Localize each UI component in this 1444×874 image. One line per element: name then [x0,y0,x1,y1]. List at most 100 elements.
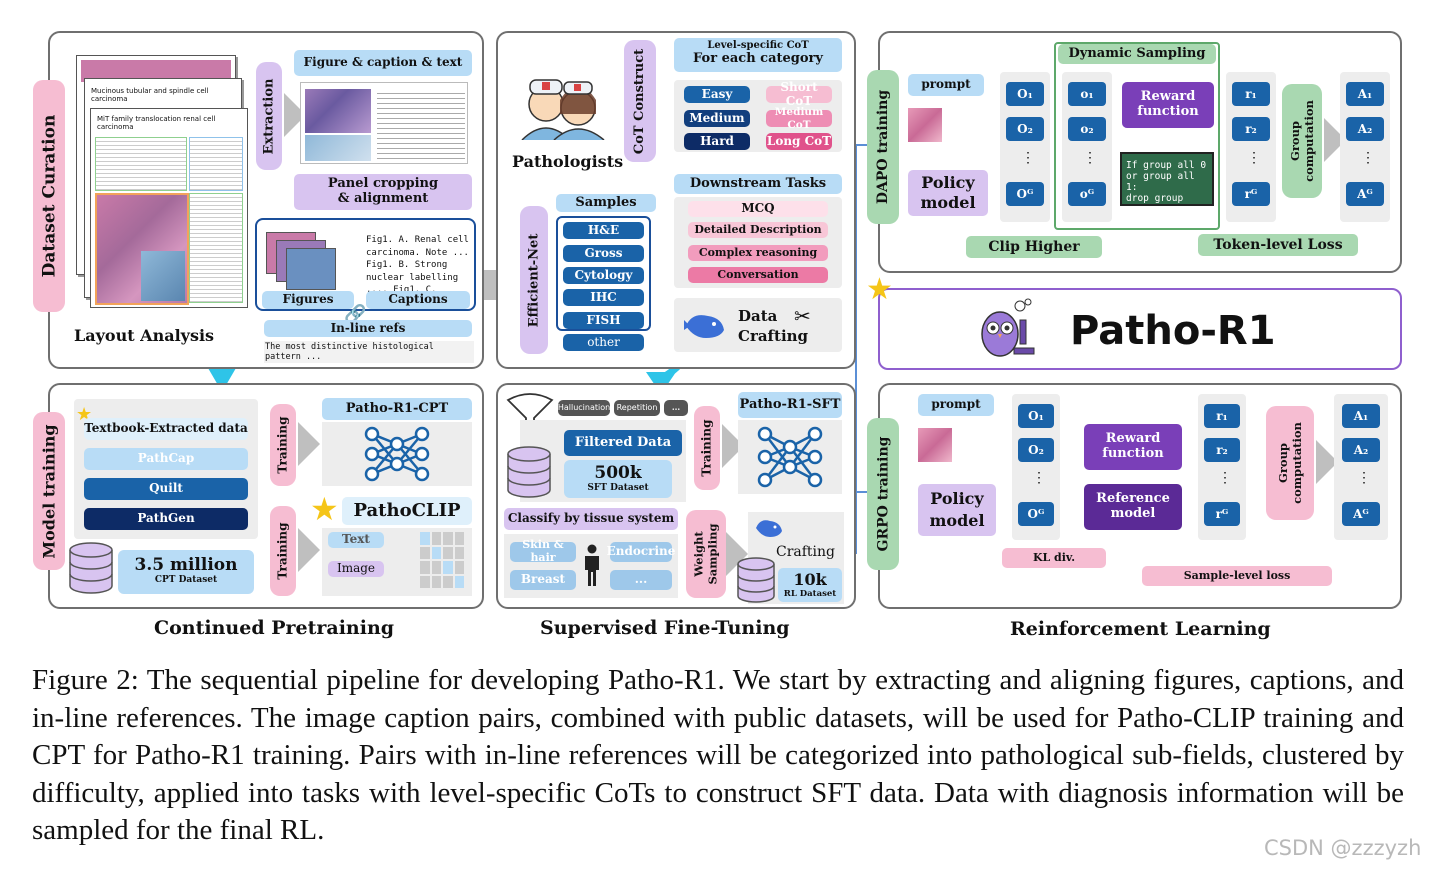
model-training-label: Model training [33,412,65,570]
dapo-output-b-2: o₂ [1068,117,1106,141]
tissue-skin: Skin & hair [510,539,576,564]
cpt-training-arrow [298,422,320,466]
level-specific-label: Level-specific CoT [707,40,809,51]
pathoclip-star-icon: ★ [310,490,339,528]
level-easy: Easy [684,86,750,103]
dataset-pathcap: PathCap [84,448,248,470]
grpo-output-g: Oᴳ [1018,502,1054,526]
efficient-net-label: Efficient-Net [520,206,548,354]
task-detailed: Detailed Description [688,222,828,238]
grpo-output-1: O₁ [1018,404,1054,428]
sample-fish: FISH [563,312,644,329]
panel-cropping-label: Panel cropping & alignment [294,174,472,210]
doc-page-front: MiT family translocation renal cell carc… [90,108,248,308]
grpo-group-arrow [1316,440,1338,484]
dapo-adv-1: A₁ [1346,82,1384,106]
dataset-textbook: Textbook-Extracted data [84,418,248,440]
dapo-adv-g: Aᴳ [1346,182,1384,206]
pathoclip-image: Image [328,561,384,577]
dapo-reward-function: Reward function [1122,82,1214,128]
tissue-more: ... [610,570,672,590]
sample-gross: Gross [563,245,644,262]
sft-count: 500k [594,463,642,483]
sft-count-box: 500k SFT Dataset [564,460,672,498]
rl-database-icon [736,556,776,604]
dapo-reward-2: r₂ [1232,117,1270,141]
dapo-reward-g: rᴳ [1232,182,1270,206]
cpt-network-box [322,422,472,486]
clip-higher-label: Clip Higher [966,236,1102,258]
grpo-reward-1: r₁ [1204,404,1240,428]
sample-level-loss-label: Sample-level loss [1142,566,1332,586]
sft-training-label: Training [694,406,720,490]
grpo-reward-g: rᴳ [1204,502,1240,526]
whale-icon [682,308,728,342]
grpo-training-label: GRPO training [867,418,899,570]
dapo-output-a-1: O₁ [1006,82,1044,106]
cot-construct-label: CoT Construct [624,40,656,162]
clip-training-label: Training [270,506,296,596]
rl-count-box: 10k RL Dataset [778,568,842,602]
inline-refs-label: In-line refs [264,320,472,337]
cot-medium: Medium CoT [766,106,832,131]
grpo-reward-dots: ⋮ [1218,470,1232,486]
grpo-adv-1: A₁ [1342,404,1380,428]
section-sft: Supervised Fine-Tuning [540,617,790,639]
grpo-reference-model: Reference model [1084,484,1182,530]
grpo-prompt-image [918,428,952,462]
dynamic-sampling-label: Dynamic Sampling [1058,44,1216,64]
level-hard: Hard [684,133,750,150]
task-mcq: MCQ [688,201,828,217]
sample-he: H&E [563,222,644,239]
weight-sampling-label: Weight Sampling [686,510,726,598]
sft-neural-network-icon [757,426,823,488]
grpo-adv-g: Aᴳ [1342,502,1380,526]
filter-hallucination: Hallucination [558,400,610,416]
cpt-database-icon [68,540,114,596]
dynamic-sampling-box [1054,42,1220,230]
dapo-reward-dots: ⋮ [1247,150,1261,166]
sample-other: other [563,334,644,351]
clip-training-arrow [298,528,320,572]
rl-crafting-label: Crafting [776,544,836,560]
cpt-count-box: 3.5 million CPT Dataset [118,550,254,594]
pathologists-label: Pathologists [512,152,624,171]
dapo-policy-model: Policy model [908,170,988,216]
sample-cytology: Cytology [563,267,644,284]
patho-r1-cpt-label: Patho-R1-CPT [322,398,472,420]
token-level-loss-label: Token-level Loss [1198,234,1358,256]
grpo-prompt: prompt [918,394,994,416]
human-body-icon [580,544,604,588]
rl-count: 10k [793,570,827,589]
section-continued-pretraining: Continued Pretraining [154,617,395,639]
captions-label: Captions [366,291,470,309]
dapo-adv-2: A₂ [1346,117,1384,141]
rl-count-sub: RL Dataset [783,589,837,599]
owl-microscope-icon [974,296,1038,360]
tools-icon: ✂ [794,304,811,328]
dynamic-sampling-code: If group all 0 or group all 1: drop grou… [1120,152,1214,206]
dapo-output-a-g: Oᴳ [1006,182,1044,206]
dataset-quilt: Quilt [84,478,248,500]
dapo-output-a-dots: ⋮ [1021,150,1035,166]
grpo-output-2: O₂ [1018,438,1054,462]
inline-refs-text: The most distinctive histological patter… [264,341,474,363]
dapo-output-b-1: o₁ [1068,82,1106,106]
samples-label: Samples [556,194,656,212]
figure-caption: Figure 2: The sequential pipeline for de… [32,664,1404,846]
layout-analysis-label: Layout Analysis [74,326,215,345]
classify-tissue-label: Classify by tissue system [504,508,678,530]
section-rl: Reinforcement Learning [1010,618,1271,640]
star-icon: ★ [866,272,893,307]
cpt-count-sub: CPT Dataset [154,575,218,585]
pathoclip-label: PathoCLIP [342,497,472,525]
cot-short: Short CoT [766,80,832,107]
neural-network-icon [364,426,430,482]
dapo-prompt: prompt [908,74,984,96]
extracted-figure-thumb [300,82,468,164]
patho-r1-title: Patho-R1 [1070,308,1276,354]
dapo-output-a-2: O₂ [1006,117,1044,141]
dapo-output-b-dots: ⋮ [1083,150,1097,166]
watermark: CSDN @zzzyzh [1264,836,1422,860]
grpo-adv-2: A₂ [1342,438,1380,462]
